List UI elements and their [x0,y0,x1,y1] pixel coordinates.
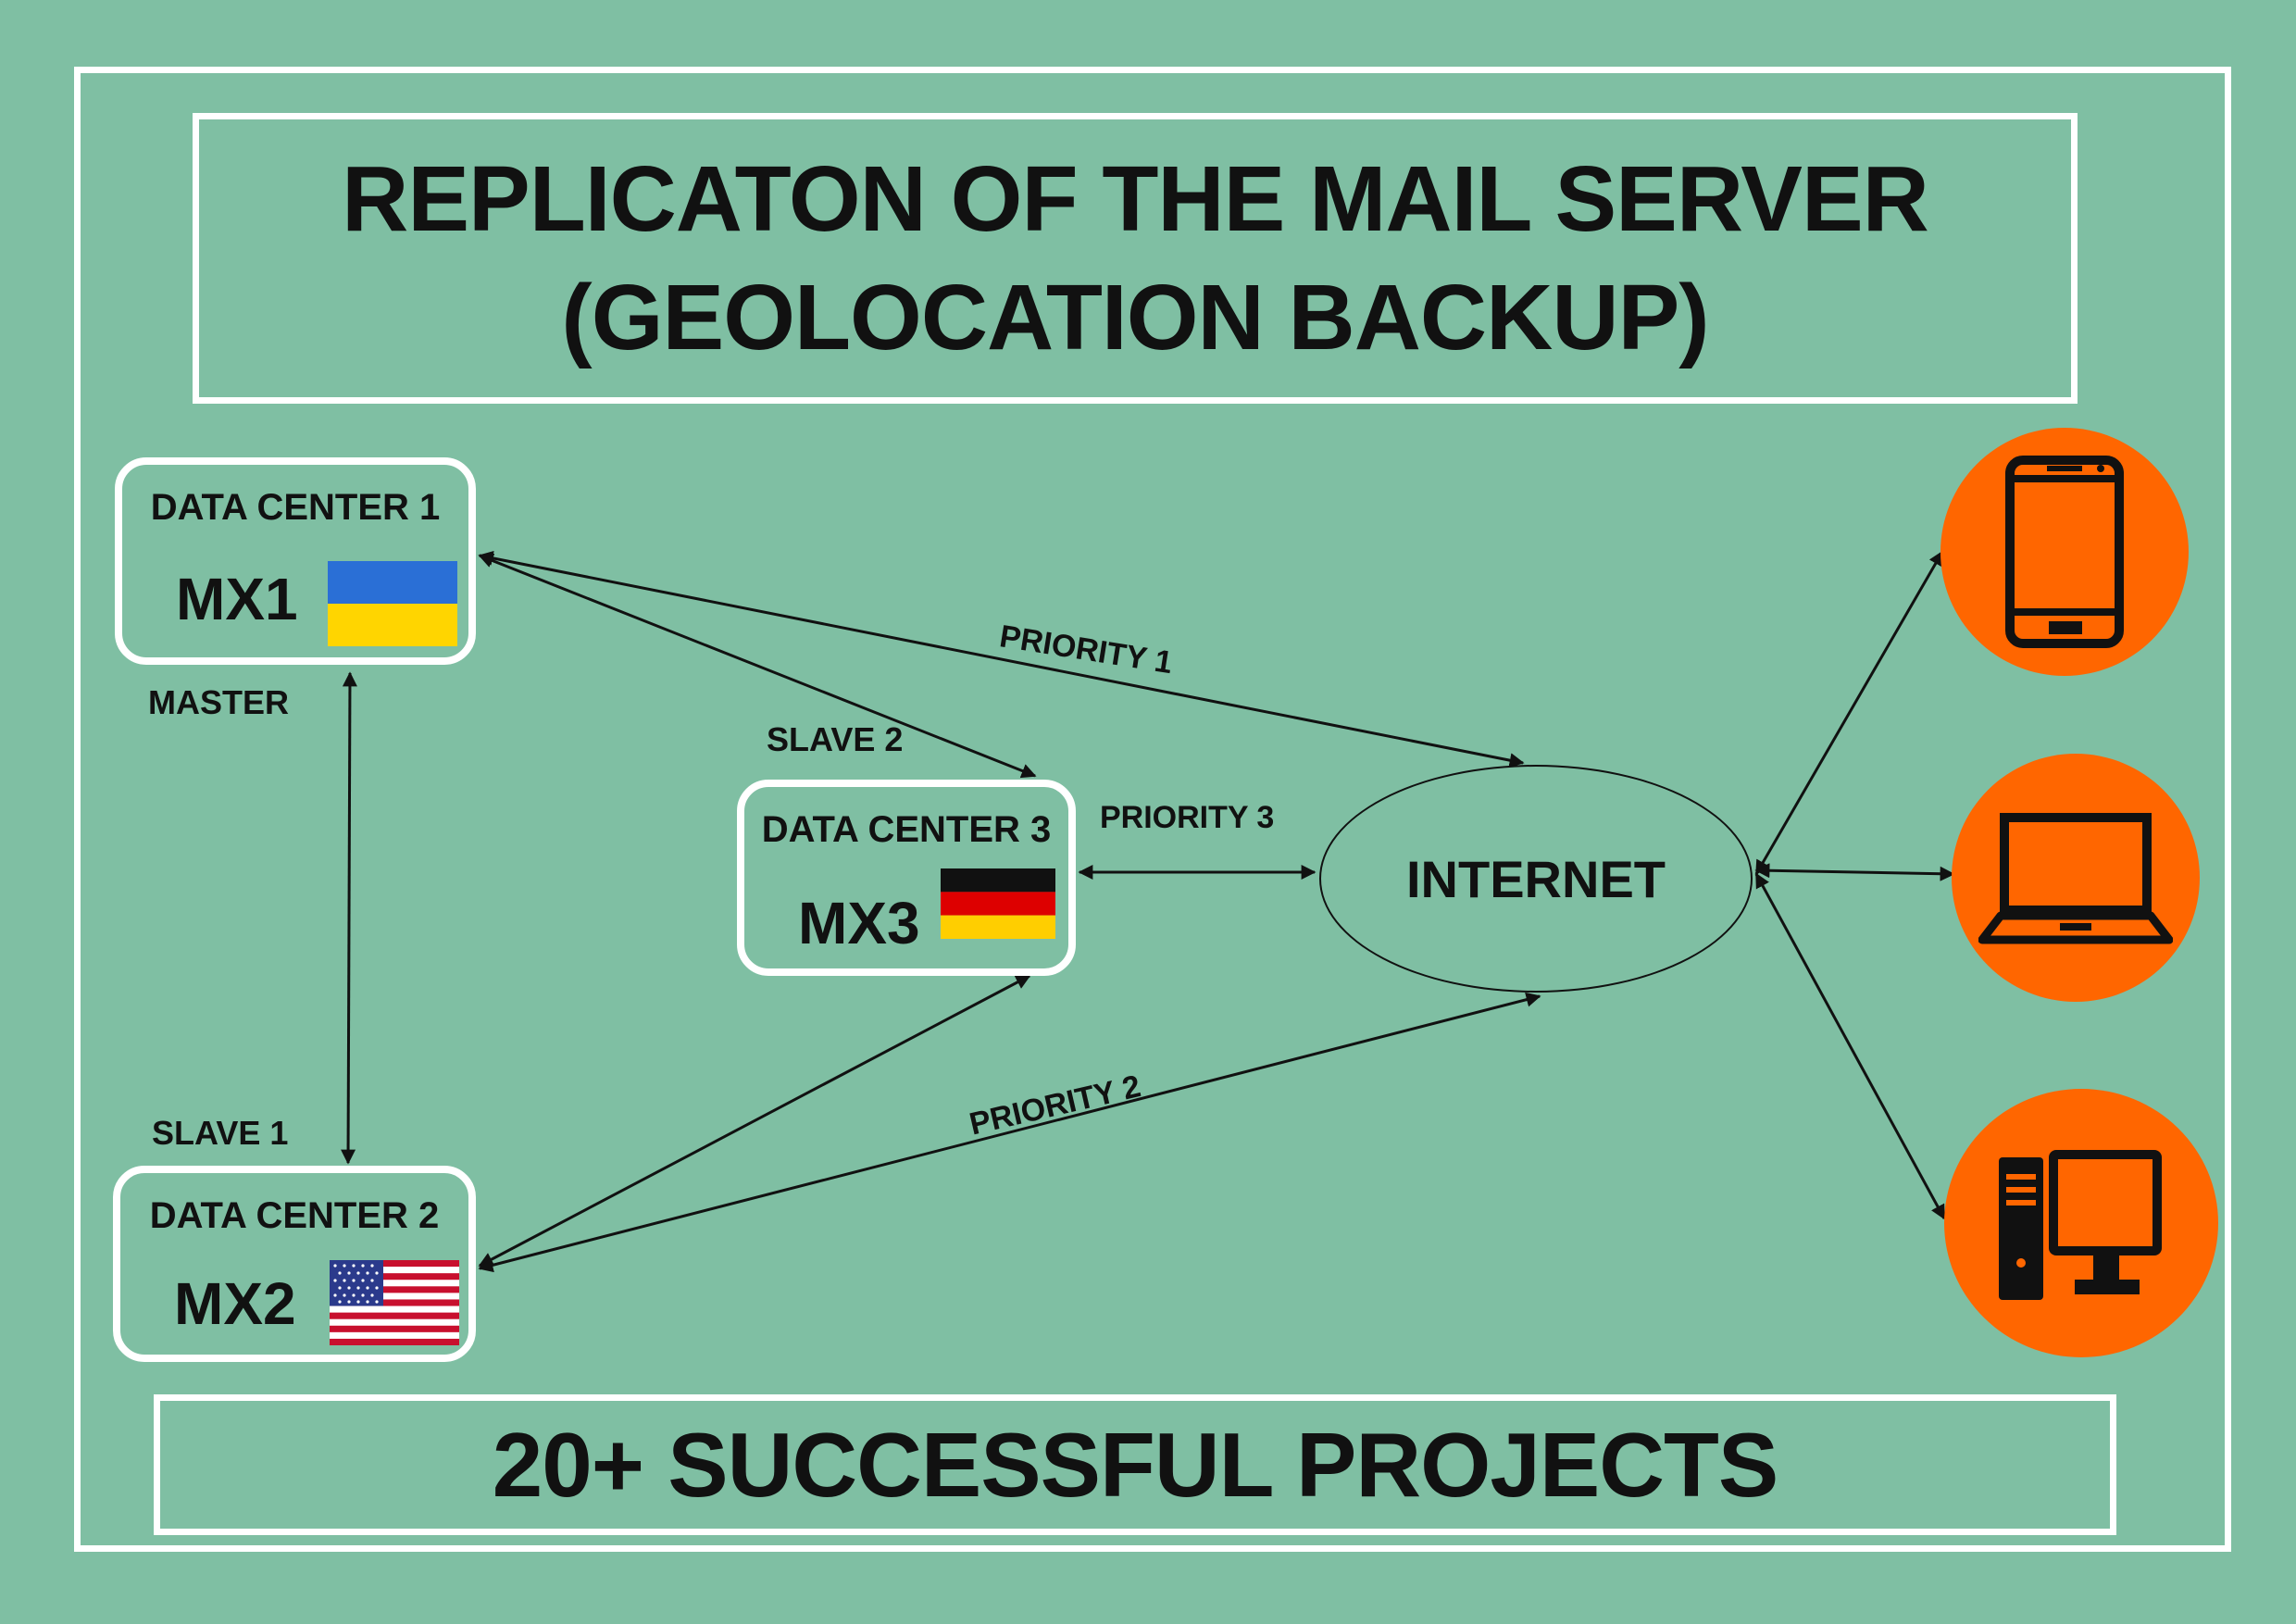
role-slave-1: SLAVE 1 [152,1114,289,1152]
desktop-computer-icon [1999,1150,2162,1300]
arrow-dc2-dc3 [478,974,1031,1268]
arrow-dc2-internet [478,992,1541,1273]
data-center-3-name: DATA CENTER 3 [761,809,1052,850]
ukraine-flag-icon [328,561,457,646]
mx3-label: MX3 [798,890,920,956]
data-center-1-box: DATA CENTER 1 MX1 [115,457,476,665]
arrow-internet-laptop [1754,863,1955,881]
role-master: MASTER [148,683,289,721]
internet-node: INTERNET [1319,765,1753,993]
germany-flag-icon [941,868,1055,939]
footer-text: 20+ SUCCESSFUL PROJECTS [492,1413,1778,1516]
smartphone-device [1940,428,2189,676]
role-slave-2: SLAVE 2 [767,720,904,758]
footer-box: 20+ SUCCESSFUL PROJECTS [154,1394,2116,1535]
mx1-label: MX1 [176,566,298,632]
arrow-dc1-dc2 [341,671,357,1165]
arrow-dc1-internet [478,550,1525,768]
arrow-internet-phone [1754,550,1944,876]
arrow-internet-desktop [1754,872,1946,1220]
title-line-2: (GEOLOCATION BACKUP) [561,266,1709,369]
laptop-icon [1978,813,2173,944]
internet-label: INTERNET [1406,849,1666,908]
priority-3-label: PRIORITY 3 [1100,800,1275,835]
desktop-device [1944,1089,2218,1357]
smartphone-icon [2005,456,2124,648]
usa-flag-icon [330,1260,459,1345]
laptop-device [1952,754,2200,1002]
data-center-2-name: DATA CENTER 2 [149,1195,440,1236]
mx2-label: MX2 [174,1270,296,1337]
data-center-1-name: DATA CENTER 1 [150,487,441,528]
title-box: REPLICATON OF THE MAIL SERVER (GEOLOCATI… [193,113,2078,404]
arrow-dc1-dc3 [478,553,1037,779]
data-center-2-box: DATA CENTER 2 MX2 [113,1166,476,1362]
outer-frame [74,67,2231,1552]
data-center-3-box: DATA CENTER 3 MX3 [737,780,1076,976]
title-line-1: REPLICATON OF THE MAIL SERVER [342,147,1929,251]
